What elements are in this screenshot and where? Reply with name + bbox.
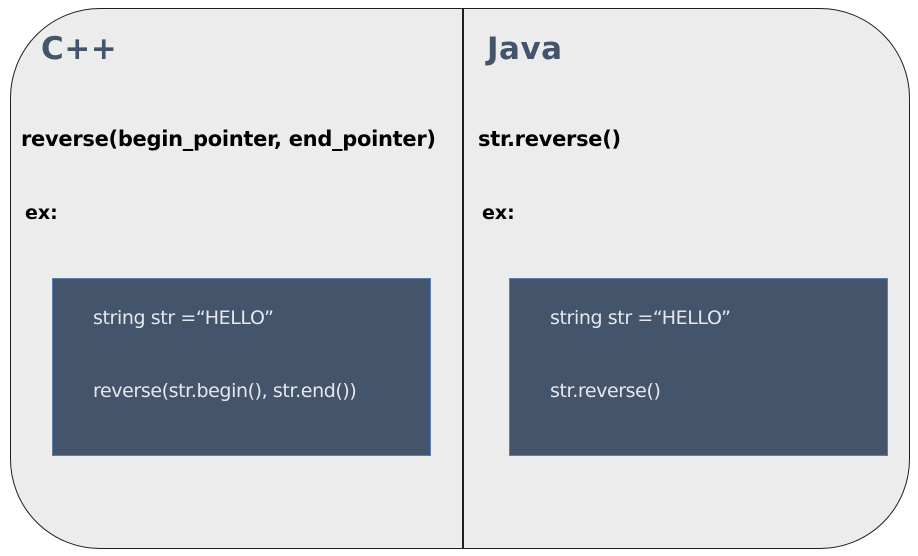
cpp-syntax: reverse(begin_pointer, end_pointer): [21, 127, 436, 151]
comparison-card: C++ reverse(begin_pointer, end_pointer) …: [10, 8, 910, 549]
column-divider: [462, 9, 464, 548]
cpp-title: C++: [41, 31, 118, 67]
java-code-line-1: string str =“HELLO”: [550, 307, 731, 329]
java-title: Java: [487, 31, 563, 67]
cpp-code-line-2: reverse(str.begin(), str.end()): [93, 380, 357, 402]
cpp-code-box: string str =“HELLO” reverse(str.begin(),…: [52, 278, 431, 456]
java-code-line-2: str.reverse(): [550, 380, 661, 402]
java-code-box: string str =“HELLO” str.reverse(): [509, 278, 888, 456]
java-syntax: str.reverse(): [478, 127, 621, 151]
cpp-column: C++ reverse(begin_pointer, end_pointer) …: [11, 9, 462, 548]
cpp-code-line-1: string str =“HELLO”: [93, 307, 274, 329]
java-example-label: ex:: [482, 202, 515, 224]
java-column: Java str.reverse() ex: string str =“HELL…: [463, 9, 909, 548]
cpp-example-label: ex:: [25, 202, 58, 224]
